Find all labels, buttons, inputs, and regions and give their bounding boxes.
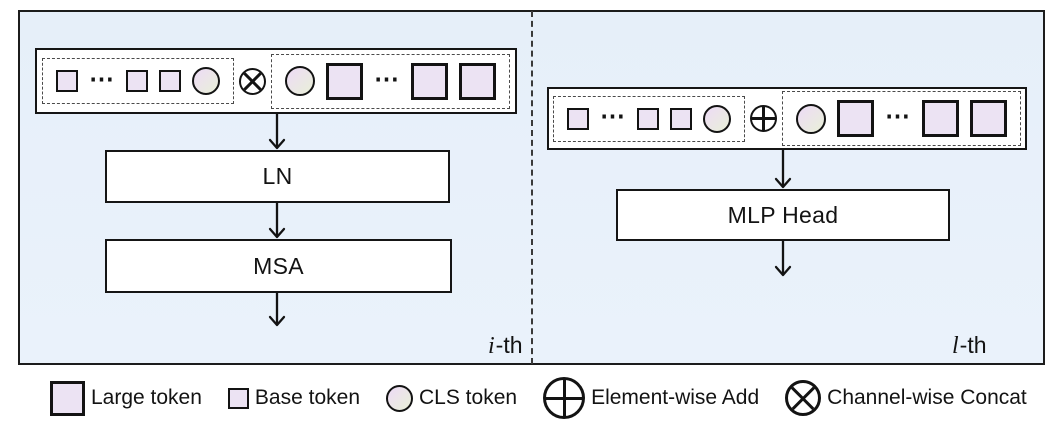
large-token-group: ⋯ [271, 53, 510, 109]
channel-wise-concat-icon [239, 67, 266, 95]
arrow-down-icon [268, 202, 286, 239]
index-suffix: -th [495, 332, 523, 358]
left-layer-index-label: i-th [488, 332, 523, 360]
arrow-down-icon [774, 149, 792, 189]
legend-label: Large token [91, 386, 202, 409]
large-token-icon [459, 62, 496, 100]
base-token-icon [670, 107, 692, 130]
large-token-icon [970, 100, 1007, 137]
base-token-icon [637, 107, 659, 130]
arrow-down-icon [268, 113, 286, 150]
cls-token-icon [285, 66, 315, 96]
ln-label: LN [262, 163, 293, 189]
cls-token-icon [703, 104, 731, 133]
ln-block: LN [105, 150, 450, 203]
transformer-block-diagram: ⋯ ⋯ LN MSA [18, 10, 1045, 365]
base-token-icon [56, 70, 78, 92]
mlp-head-block: MLP Head [616, 189, 950, 241]
index-suffix: -th [959, 332, 987, 358]
ellipsis: ⋯ [600, 102, 626, 130]
element-wise-add-icon [543, 377, 586, 419]
cls-token-icon [386, 384, 413, 412]
channel-wise-concat-icon [785, 380, 822, 416]
large-token-group: ⋯ [782, 91, 1021, 146]
large-token-icon [326, 62, 363, 100]
index-variable: l [952, 333, 959, 359]
legend-item-base-token: Base token [227, 386, 360, 410]
base-token-icon [227, 387, 249, 409]
cls-token-icon [192, 67, 220, 95]
element-wise-add-icon [750, 105, 777, 132]
left-token-sequence: ⋯ ⋯ [35, 48, 517, 114]
legend-label: CLS token [419, 386, 518, 409]
legend-item-channel-wise-concat: Channel-wise Concat [785, 380, 1027, 416]
ellipsis: ⋯ [885, 102, 911, 130]
legend-label: Element-wise Add [591, 386, 760, 409]
large-token-icon [411, 62, 448, 100]
index-variable: i [488, 333, 495, 359]
legend-item-element-wise-add: Element-wise Add [543, 377, 759, 419]
legend-label: Base token [254, 386, 360, 409]
legend-item-large-token: Large token [50, 380, 202, 416]
ellipsis: ⋯ [89, 64, 115, 93]
cls-token-icon [796, 103, 826, 134]
right-token-sequence: ⋯ ⋯ [547, 87, 1027, 150]
base-token-group: ⋯ [42, 58, 234, 104]
legend-label: Channel-wise Concat [827, 386, 1027, 409]
legend: Large token Base token CLS token Element… [50, 374, 1027, 422]
large-token-icon [922, 100, 959, 137]
msa-label: MSA [253, 252, 304, 279]
mlp-head-label: MLP Head [727, 201, 839, 228]
base-token-icon [126, 70, 148, 92]
legend-item-cls-token: CLS token [386, 384, 518, 412]
arrow-down-icon [774, 240, 792, 277]
panel-divider [531, 11, 533, 364]
large-token-icon [50, 380, 85, 416]
base-token-icon [159, 70, 181, 92]
base-token-group: ⋯ [553, 95, 745, 142]
arrow-down-icon [268, 292, 286, 327]
base-token-icon [567, 107, 589, 130]
large-token-icon [837, 100, 874, 137]
right-layer-index-label: l-th [952, 332, 987, 360]
ellipsis: ⋯ [374, 64, 400, 93]
msa-block: MSA [105, 239, 452, 293]
